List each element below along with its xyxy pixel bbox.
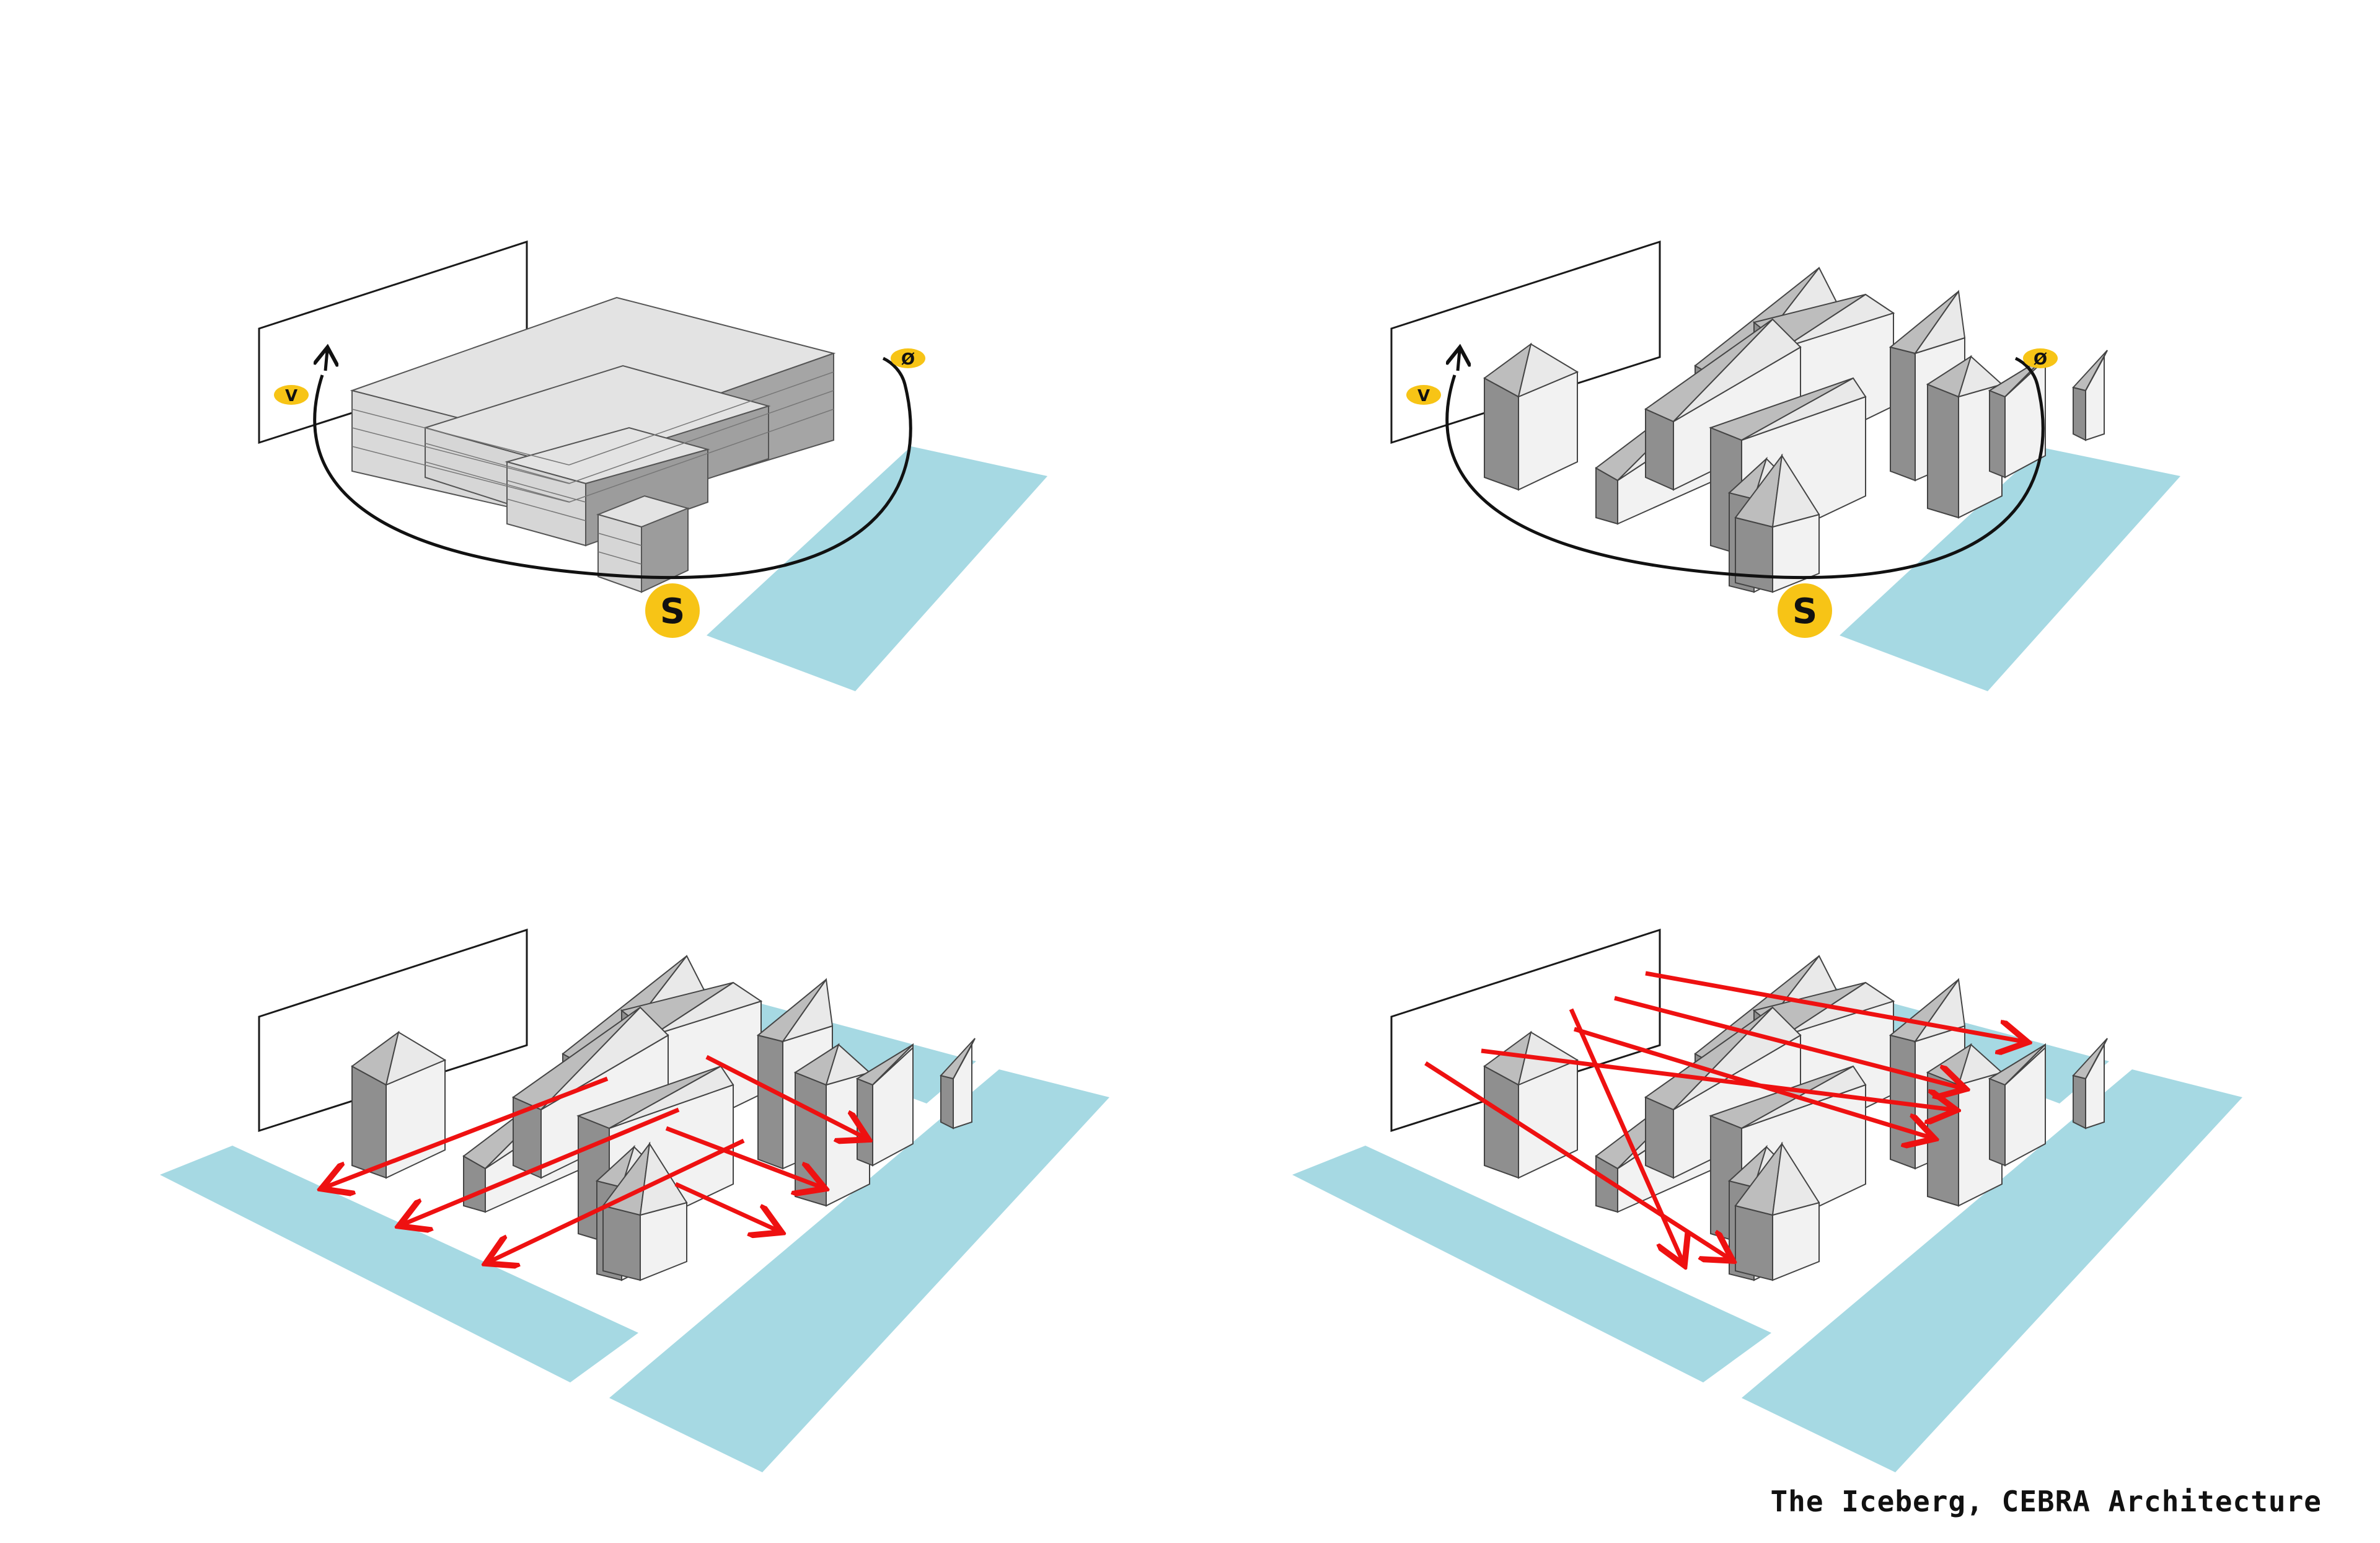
building-face — [1645, 1096, 1674, 1179]
water-strip — [1840, 448, 2180, 691]
building-face — [1517, 343, 1579, 398]
building-face — [1957, 355, 2004, 398]
peak-building — [1734, 453, 1820, 593]
sun-marker-south: S — [1778, 583, 1832, 638]
building-face — [953, 1038, 976, 1079]
building-face — [1771, 1142, 1820, 1216]
building-face — [2004, 1043, 2046, 1085]
building-face — [1484, 377, 1519, 491]
building-face — [1913, 290, 1966, 355]
building-face — [2073, 1074, 2086, 1130]
svg-text:S: S — [1792, 591, 1817, 632]
water-strip-right — [1742, 1069, 2242, 1472]
peak-building — [1988, 355, 2046, 479]
block-bar-4 — [596, 495, 690, 593]
sun-marker-east: Ø — [2023, 348, 2058, 369]
floor-lines — [351, 371, 834, 565]
building-face — [1741, 377, 1867, 441]
peak-buildings — [1483, 267, 2108, 593]
water-strip-left — [160, 1146, 638, 1382]
panel-sun-path-peaks: V Ø S — [1390, 240, 2180, 691]
building-face — [1735, 1205, 1773, 1281]
building-face — [1784, 293, 1895, 348]
svg-text:Ø: Ø — [2034, 350, 2047, 369]
building-face — [1927, 383, 1959, 519]
building-face — [2085, 350, 2108, 391]
view-arrows — [325, 1054, 865, 1262]
svg-text:V: V — [285, 387, 298, 405]
sun-path-arc — [313, 356, 912, 579]
water-strip — [707, 446, 1047, 691]
svg-text:S: S — [660, 591, 685, 632]
view-arrows — [1424, 971, 2024, 1262]
caption: The Iceberg, CEBRA Architecture — [1770, 1485, 2322, 1518]
backdrop-plane — [258, 928, 528, 1133]
building-face — [1771, 454, 1820, 528]
building-face — [385, 1031, 447, 1086]
building-face — [825, 1043, 871, 1086]
peak-building — [1988, 1043, 2046, 1167]
building-face — [609, 1065, 734, 1129]
building-face — [540, 1006, 669, 1110]
svg-text:Ø: Ø — [901, 350, 915, 369]
panel-views-perpendicular — [160, 928, 1109, 1472]
building-face — [1673, 318, 1802, 422]
svg-text:V: V — [1417, 387, 1430, 405]
panel-views-diagonal — [1292, 928, 2242, 1472]
backdrop-plane — [1390, 240, 1661, 444]
building-face — [781, 978, 834, 1043]
building-face — [2085, 1038, 2108, 1079]
peak-building — [2072, 350, 2108, 441]
panel-sun-path-block: V Ø S — [258, 240, 1047, 691]
building-face — [1772, 1201, 1820, 1281]
sun-marker-south: S — [645, 583, 700, 638]
sun-marker-west: V — [274, 385, 309, 405]
sun-marker-west: V — [1406, 385, 1441, 405]
sun-path-arc — [1445, 356, 2045, 579]
peak-building — [1483, 1030, 1579, 1179]
peak-buildings — [1483, 955, 2108, 1281]
building-face — [872, 1043, 914, 1085]
peak-building — [351, 1030, 447, 1179]
building-face — [1890, 346, 1916, 482]
building-face — [940, 1074, 954, 1130]
building-face — [1989, 389, 2006, 479]
backdrop-plane — [1390, 928, 1661, 1133]
peak-building — [1483, 342, 1579, 491]
building-face — [857, 1077, 873, 1167]
peak-building — [1734, 1141, 1820, 1281]
water-strip-left — [1292, 1146, 1771, 1382]
building-face — [2073, 386, 2086, 441]
building-face — [351, 1065, 387, 1179]
building-face — [1927, 1071, 1959, 1207]
peak-building — [2072, 1038, 2108, 1130]
building-face — [757, 1034, 783, 1170]
sun-marker-east: Ø — [891, 348, 925, 369]
building-face — [640, 1201, 687, 1281]
building-face — [1989, 1077, 2006, 1167]
building-face — [1645, 408, 1674, 491]
building-face — [652, 981, 763, 1036]
peak-building — [940, 1038, 976, 1130]
water-strip-right — [609, 1069, 1109, 1472]
building-face — [1673, 1006, 1802, 1110]
building-face — [602, 1205, 641, 1281]
building-face — [1735, 516, 1773, 593]
building-face — [1772, 513, 1820, 593]
